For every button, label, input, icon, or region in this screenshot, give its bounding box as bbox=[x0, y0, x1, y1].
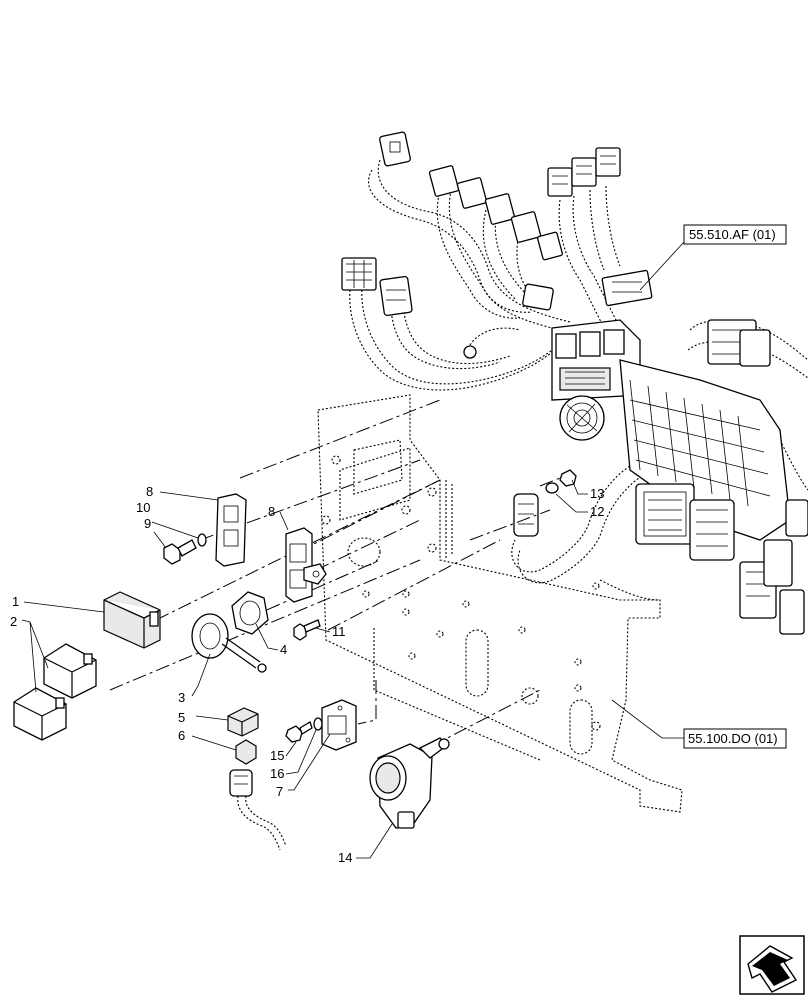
part-11-bolt bbox=[293, 619, 321, 641]
part-8-bracket-right bbox=[285, 527, 327, 603]
part-4-nut bbox=[231, 591, 269, 635]
wiring-harness bbox=[341, 131, 808, 635]
part-16-washer bbox=[313, 717, 323, 731]
leader-lines bbox=[21, 241, 685, 859]
ref-harness[interactable]: 55.510.AF (01) bbox=[683, 224, 787, 245]
callout-9: 9 bbox=[144, 516, 151, 531]
part-1-relay-box bbox=[103, 591, 161, 649]
ref-harness-label: 55.510.AF (01) bbox=[689, 227, 776, 242]
part-3-cap bbox=[191, 613, 267, 673]
part-5-cap bbox=[227, 707, 259, 737]
part-6-connector bbox=[229, 739, 287, 851]
part-10-washer bbox=[197, 533, 207, 547]
part-9-bolt bbox=[163, 539, 197, 565]
callout-10: 10 bbox=[136, 500, 150, 515]
part-14-switch bbox=[369, 737, 450, 829]
part-12-washer bbox=[545, 482, 559, 494]
callout-8b: 8 bbox=[268, 504, 275, 519]
callout-7: 7 bbox=[276, 784, 283, 799]
callout-8a: 8 bbox=[146, 484, 153, 499]
ref-frame[interactable]: 55.100.DO (01) bbox=[683, 728, 787, 749]
callouts: 1 2 3 4 5 6 7 8 8 9 10 11 12 13 14 15 16 bbox=[10, 484, 604, 865]
callout-6: 6 bbox=[178, 728, 185, 743]
callout-4: 4 bbox=[280, 642, 287, 657]
callout-12: 12 bbox=[590, 504, 604, 519]
callout-11: 11 bbox=[332, 624, 346, 639]
part-8-bracket-left bbox=[215, 493, 247, 567]
callout-3: 3 bbox=[178, 690, 185, 705]
callout-14: 14 bbox=[338, 850, 352, 865]
callout-5: 5 bbox=[178, 710, 185, 725]
ref-frame-label: 55.100.DO (01) bbox=[688, 731, 778, 746]
arrow-icon[interactable] bbox=[739, 935, 805, 995]
part-15-screw bbox=[285, 721, 313, 743]
callout-16: 16 bbox=[270, 766, 284, 781]
callout-13: 13 bbox=[590, 486, 604, 501]
callout-2: 2 bbox=[10, 614, 17, 629]
part-7-bracket bbox=[321, 699, 357, 751]
callout-1: 1 bbox=[12, 594, 19, 609]
frame-plate bbox=[317, 394, 683, 813]
callout-15: 15 bbox=[270, 748, 284, 763]
part-2-relays bbox=[13, 643, 97, 741]
